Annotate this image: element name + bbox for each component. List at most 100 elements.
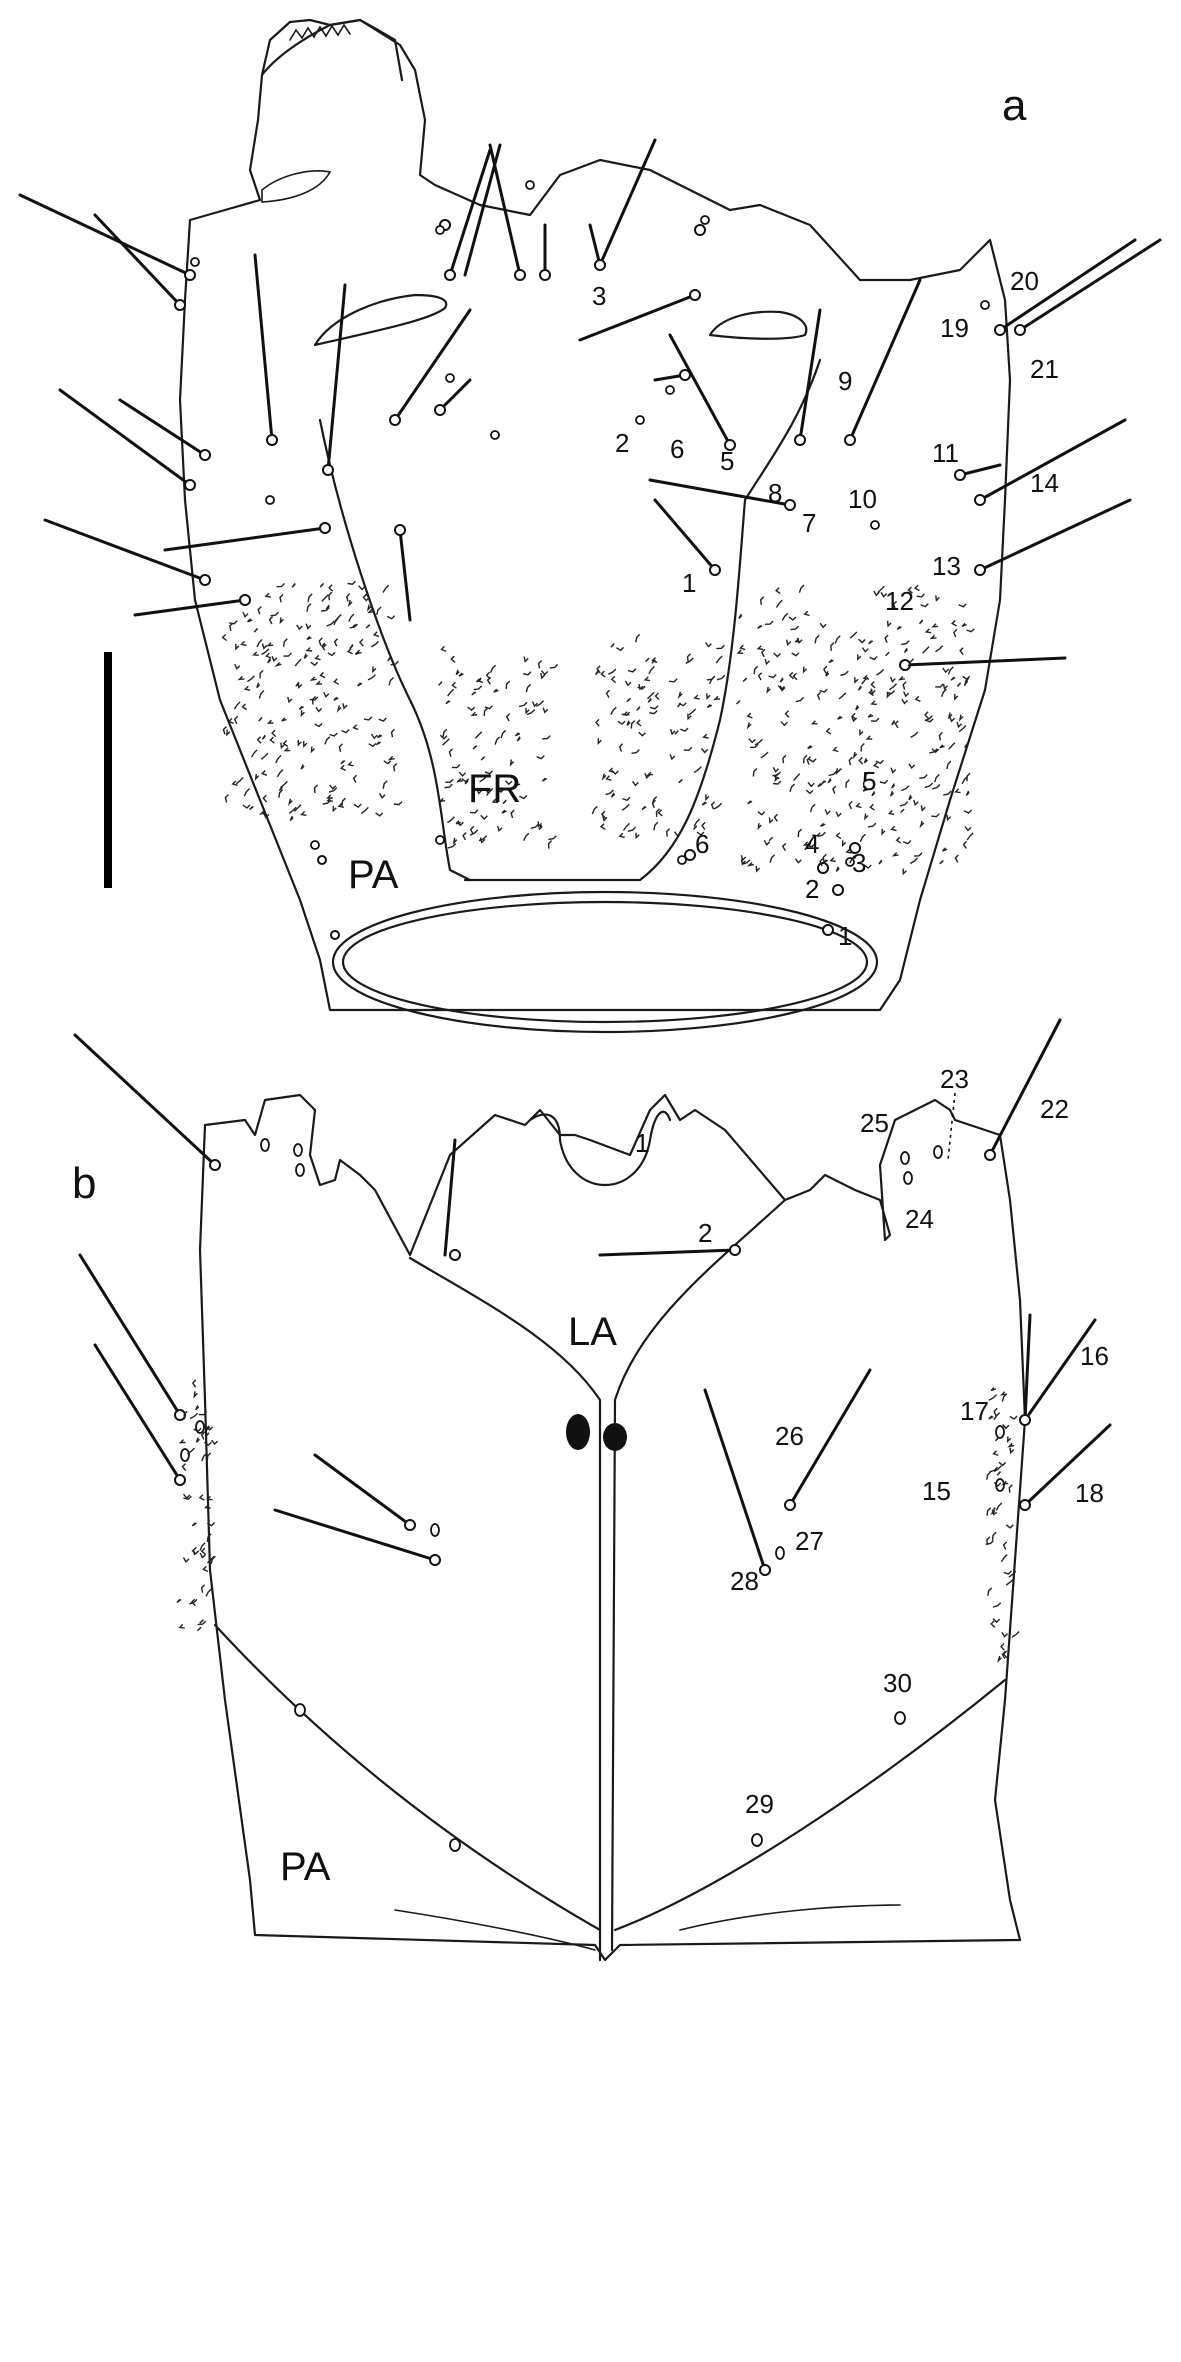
spinule [340, 760, 346, 765]
spinule [868, 640, 874, 645]
spinule [470, 711, 478, 717]
spinule [891, 852, 899, 857]
spinule [278, 789, 284, 798]
spinule [270, 611, 279, 617]
spinule [822, 853, 827, 863]
spinule [931, 813, 940, 818]
spinule [685, 657, 694, 665]
spinule [258, 810, 267, 816]
spinule [806, 756, 811, 765]
spinule [610, 706, 617, 715]
spinule [948, 716, 956, 723]
spinule [966, 628, 975, 633]
panel-a-lower-1: 1 [838, 921, 852, 951]
spinule [271, 655, 278, 663]
spinule [203, 1441, 212, 1447]
spinule [934, 773, 940, 783]
spinule [669, 754, 676, 761]
spinule [834, 635, 841, 644]
spinule [768, 836, 774, 842]
spinule [840, 670, 849, 677]
spinule [342, 703, 348, 710]
spinule [884, 634, 889, 643]
spinule [878, 859, 883, 865]
spinule [594, 670, 599, 676]
spinule [348, 613, 355, 622]
spinule [387, 755, 395, 761]
spinule [635, 633, 641, 643]
spinule [190, 1598, 196, 1607]
spinule [865, 735, 873, 740]
spinule [885, 651, 890, 657]
spinule [999, 1391, 1007, 1396]
spinule [306, 635, 312, 641]
spinule [455, 669, 460, 676]
panel-b-num-1: 1 [635, 1128, 649, 1158]
spinule [333, 678, 339, 685]
spinule [287, 696, 293, 704]
spinule [940, 688, 947, 698]
panel-b-spot-right [603, 1423, 627, 1451]
spinule [367, 608, 375, 614]
spinule [920, 603, 929, 608]
spinule [645, 657, 650, 663]
spinule [447, 816, 455, 824]
spinule [252, 651, 259, 656]
spinule [958, 725, 967, 733]
spinule [610, 792, 616, 798]
spinule [942, 667, 950, 674]
spinule [772, 766, 780, 773]
panel-b-suture-right [613, 1678, 1007, 1932]
spinule [358, 585, 366, 591]
panel-b-setae [73, 1018, 1112, 1572]
spinule [393, 801, 403, 806]
spinule [372, 631, 380, 638]
spinule [704, 642, 712, 648]
panel-b-num-28: 28 [730, 1566, 759, 1596]
spinule [607, 668, 617, 675]
spinule [204, 1504, 211, 1509]
spinule [480, 814, 488, 820]
spinule [484, 705, 493, 710]
spinule [855, 802, 862, 809]
spinule [851, 712, 857, 720]
spinule [958, 714, 964, 722]
spinule [300, 710, 305, 718]
spinule [736, 699, 741, 705]
spinule [496, 788, 505, 793]
spinule [854, 677, 859, 684]
spinule [322, 799, 332, 805]
spinule [200, 1584, 206, 1593]
spinule [462, 832, 467, 841]
spinule [753, 665, 759, 675]
spinule [998, 1461, 1007, 1467]
spinule [748, 738, 756, 744]
spinule [992, 1450, 999, 1457]
spinule [817, 783, 823, 788]
spinule [925, 718, 934, 723]
spinule [191, 1379, 197, 1388]
spinule [793, 773, 801, 782]
spinule [447, 843, 457, 849]
spinule [986, 1507, 992, 1516]
spinule [328, 591, 333, 601]
spinule [644, 772, 651, 780]
spinule [784, 710, 790, 718]
spinule [754, 738, 763, 746]
spinule [858, 756, 864, 765]
spinule [870, 700, 877, 706]
spinule [987, 1587, 993, 1596]
panel-b-num-29: 29 [745, 1789, 774, 1819]
spinule [781, 612, 789, 621]
spinule [388, 677, 394, 686]
spinule [869, 803, 875, 811]
spinule [780, 721, 788, 727]
panel-b-leader-23 [947, 1092, 956, 1161]
spinule [919, 774, 928, 779]
spinule [494, 736, 501, 745]
spinule [875, 759, 884, 765]
spinule [280, 742, 285, 750]
spinule [913, 584, 920, 592]
spinule [621, 711, 631, 716]
spinule [876, 668, 885, 676]
